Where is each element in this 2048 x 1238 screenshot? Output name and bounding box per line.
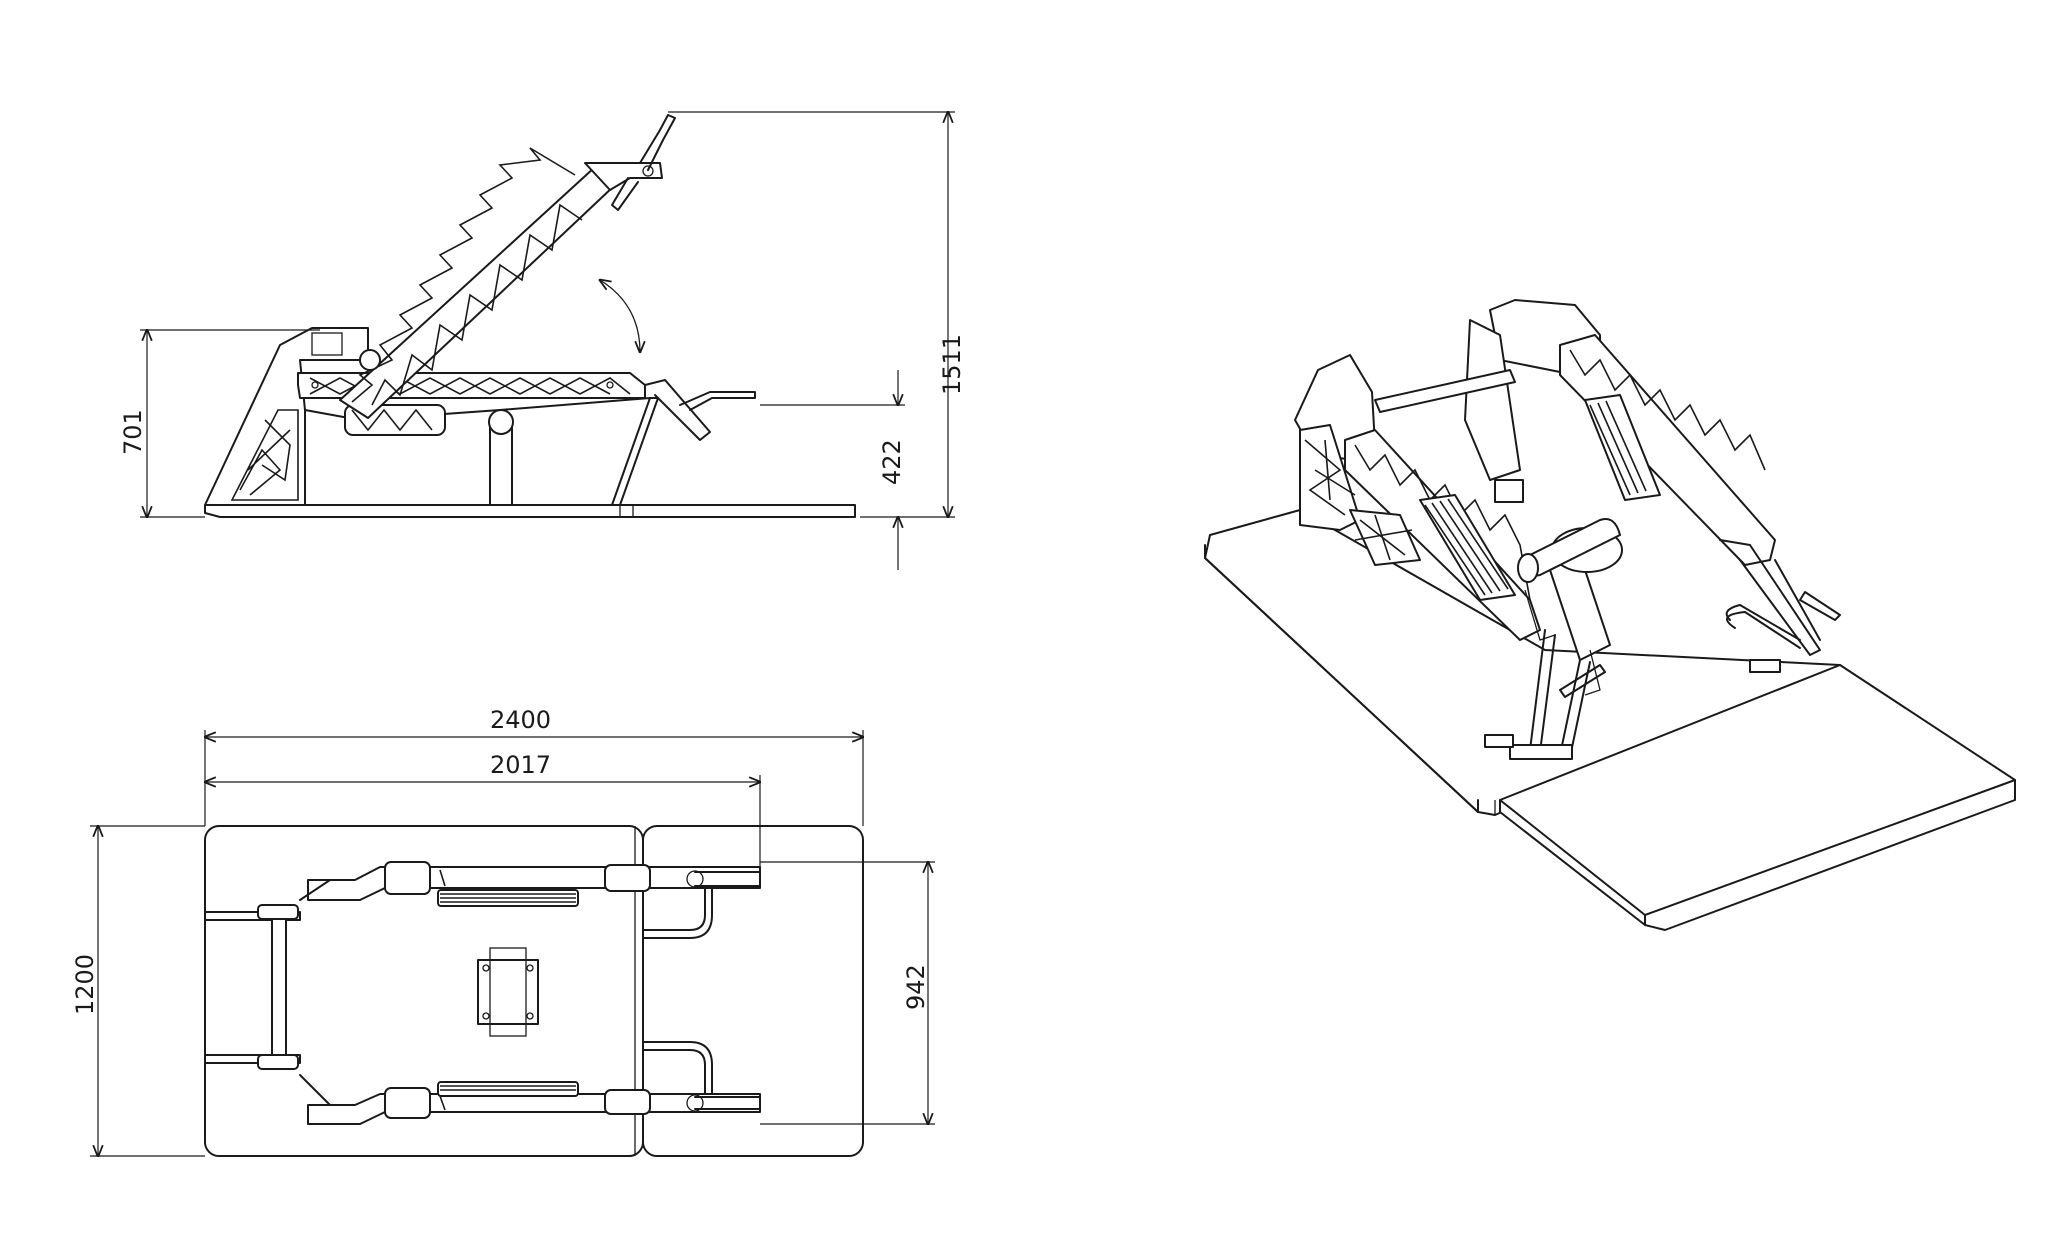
top-handle-upper [642,887,713,939]
iso-right-beam [1559,334,1776,566]
top-lower-rail [307,1093,761,1125]
side-arm-handle [639,114,676,171]
iso-weight-stack-right [1584,394,1661,501]
top-center-mount [477,959,539,1025]
iso-right-handle [1725,604,1801,649]
top-view: 2400 2017 1200 942 [71,706,935,1156]
dim-overall-length: 2400 [490,706,551,734]
top-handle-lower [642,1041,713,1095]
top-rear-crossbar [204,911,301,1064]
dim-handle-height: 422 [878,439,906,485]
dim-frame-height: 701 [119,409,147,455]
side-motion-arrow [600,280,640,352]
side-base-platform [204,504,856,518]
iso-crossbar [1374,369,1516,413]
dim-overall-width: 1200 [71,954,99,1015]
top-front-plate [642,825,864,1157]
side-view: 1511 701 422 [119,112,966,570]
side-front-handle [644,379,711,441]
isometric-view [1204,299,2016,931]
iso-front-platform [1499,664,2016,931]
dim-handle-width: 942 [902,964,930,1010]
dim-frame-length: 2017 [490,751,551,779]
dim-overall-height: 1511 [938,334,966,395]
